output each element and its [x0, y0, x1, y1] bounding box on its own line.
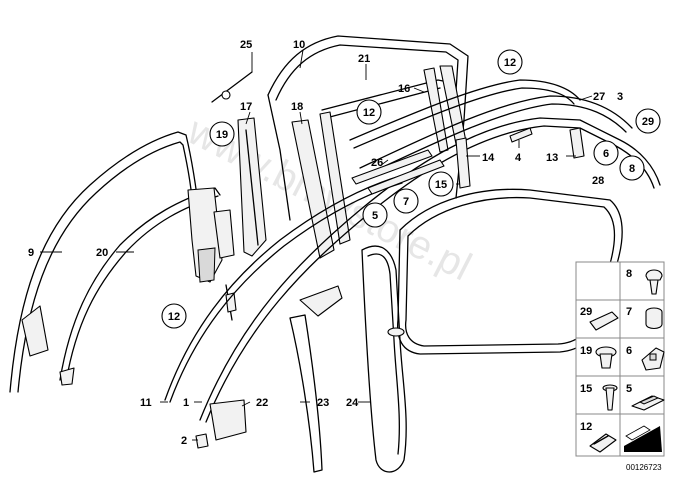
callout-labels: 1 2 3 4 9 10 11 13 14 16 17 18 20 21 22 … — [28, 39, 623, 447]
part-10-rear-door-frame-seal[interactable] — [267, 35, 469, 221]
callout-circle-29: 29 — [635, 108, 661, 134]
screw-icon — [602, 384, 618, 411]
rectangular-clip-icon — [589, 311, 619, 331]
svg-text:29: 29 — [642, 116, 654, 128]
callout-circle-12b: 12 — [356, 99, 382, 125]
part-16-rear-channel[interactable] — [423, 65, 467, 153]
callout-circle-19: 19 — [209, 121, 235, 147]
part-26-seal-strip[interactable] — [351, 149, 433, 185]
leader-lines — [40, 49, 593, 441]
callout-27: 27 — [593, 91, 605, 103]
svg-text:15: 15 — [435, 179, 447, 191]
callout-16: 16 — [398, 83, 410, 95]
callout-1: 1 — [183, 397, 189, 409]
part-18-pillar-trim[interactable] — [291, 119, 335, 259]
callout-26: 26 — [371, 157, 383, 169]
callout-circle-7: 7 — [393, 188, 419, 214]
callout-20: 20 — [96, 247, 108, 259]
arrow-tile-icon — [624, 425, 662, 452]
callout-14: 14 — [482, 152, 495, 164]
callout-3: 3 — [617, 91, 623, 103]
svg-text:12: 12 — [363, 107, 375, 119]
legend-label-8: 8 — [626, 268, 632, 280]
part-2-clip[interactable] — [195, 433, 209, 449]
callout-28: 28 — [592, 175, 604, 187]
svg-text:8: 8 — [629, 163, 635, 175]
part-17-b-pillar-trim[interactable] — [237, 117, 267, 257]
callout-circle-12a: 12 — [497, 49, 523, 75]
callout-21: 21 — [358, 53, 370, 65]
legend-label-29: 29 — [580, 306, 592, 318]
part-25-clip-strip[interactable] — [211, 71, 253, 103]
callout-18: 18 — [291, 101, 303, 113]
adhesive-pad-icon — [631, 395, 665, 411]
mushroom-clip-icon — [595, 346, 617, 369]
part-14-end-piece[interactable] — [455, 137, 471, 189]
callout-circle-8: 8 — [619, 155, 645, 181]
part-a-pillar-trim[interactable] — [187, 187, 237, 321]
part-5-seal-strip[interactable] — [367, 159, 445, 195]
part-3-roof-strip[interactable] — [359, 95, 633, 177]
part-23-inner-strip[interactable] — [289, 285, 343, 473]
bracket-clip-icon — [641, 347, 665, 371]
spacer-clip-icon — [589, 433, 617, 453]
legend-label-15: 15 — [580, 383, 592, 395]
callout-2: 2 — [181, 435, 187, 447]
svg-text:12: 12 — [504, 57, 516, 69]
svg-text:6: 6 — [603, 148, 609, 160]
callout-circle-6: 6 — [593, 140, 619, 166]
callout-9: 9 — [28, 247, 34, 259]
svg-text:7: 7 — [403, 196, 409, 208]
callout-circle-12c: 12 — [161, 303, 187, 329]
svg-text:19: 19 — [216, 129, 228, 141]
part-22-lower-trim[interactable] — [209, 399, 247, 441]
legend-label-19: 19 — [580, 345, 592, 357]
legend-label-6: 6 — [626, 345, 632, 357]
part-9-door-frame-seal[interactable] — [9, 131, 201, 393]
circled-callouts: 12 12 12 19 29 6 8 7 5 15 — [161, 49, 661, 329]
legend-label-5: 5 — [626, 383, 632, 395]
callout-circle-15: 15 — [428, 171, 454, 197]
button-clip-icon — [645, 307, 663, 330]
callout-4: 4 — [515, 152, 522, 164]
legend-label-7: 7 — [626, 306, 632, 318]
callout-23: 23 — [317, 397, 329, 409]
part-27-roof-strip[interactable] — [349, 79, 581, 149]
callout-22: 22 — [256, 397, 268, 409]
svg-text:12: 12 — [168, 311, 180, 323]
svg-text:5: 5 — [372, 210, 378, 222]
part-11-waist-strip[interactable] — [164, 175, 403, 403]
part-24-vertical-seal[interactable] — [361, 245, 407, 473]
callout-25: 25 — [240, 39, 252, 51]
callout-10: 10 — [293, 39, 305, 51]
push-clip-fastener-icon — [645, 269, 663, 295]
callout-circle-5: 5 — [362, 202, 388, 228]
callout-24: 24 — [346, 397, 359, 409]
part-window-seal[interactable] — [396, 188, 623, 355]
part-13-end-cap[interactable] — [569, 127, 585, 159]
document-id: 00126723 — [626, 463, 662, 472]
callout-11: 11 — [140, 397, 152, 409]
legend-label-12: 12 — [580, 421, 592, 433]
part-4-clip[interactable] — [509, 127, 533, 143]
callout-13: 13 — [546, 152, 558, 164]
fastener-legend: 8 29 7 19 6 15 — [575, 261, 665, 457]
callout-17: 17 — [240, 101, 252, 113]
